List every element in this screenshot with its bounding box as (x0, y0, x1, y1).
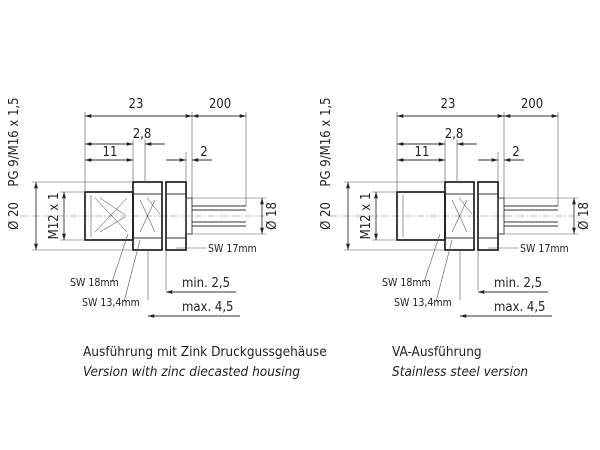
dia-18-label: Ø 18 (577, 202, 592, 230)
max-thickness-label: max. 4,5 (182, 300, 234, 315)
dim-overall-length: 23 (441, 97, 456, 112)
sw13-label: SW 13,4mm (82, 297, 140, 309)
caption-english: Version with zinc diecasted housing (83, 364, 301, 380)
dim-11: 11 (415, 145, 430, 160)
caption-german: VA-Ausführung (392, 344, 482, 360)
dim-overall-length: 23 (129, 97, 144, 112)
thread-m12-label: M12 x 1 (359, 193, 374, 240)
section-hatching (94, 197, 128, 233)
dim-2-8: 2,8 (133, 127, 152, 142)
dim-11: 11 (103, 145, 118, 160)
sw17-label: SW 17mm (520, 243, 569, 255)
caption-german: Ausführung mit Zink Druckgussgehäuse (83, 344, 327, 360)
wire-leads (504, 205, 558, 227)
thread-pg-label: PG 9/M16 x 1,5 (7, 97, 22, 186)
dia-20-label: Ø 20 (7, 202, 22, 230)
thread-pg-label: PG 9/M16 x 1,5 (319, 97, 334, 186)
dia-18-label: Ø 18 (265, 202, 280, 230)
hex-nut (444, 181, 475, 251)
sw18-label: SW 18mm (382, 277, 431, 289)
max-thickness-label: max. 4,5 (494, 300, 546, 315)
connector-view-stainless: 23 200 2,8 11 2 PG 9/M16 x 1,5 Ø 20 M12 … (319, 97, 592, 318)
dim-2: 2 (512, 145, 519, 160)
sw17-label: SW 17mm (208, 243, 257, 255)
min-thickness-label: min. 2,5 (182, 276, 230, 291)
caption-zinc-version: Ausführung mit Zink Druckgussgehäuse Ver… (83, 342, 343, 382)
dim-2: 2 (200, 145, 207, 160)
dia-20-label: Ø 20 (319, 202, 334, 230)
connector-view-zinc: 23 200 2,8 11 2 PG 9/M16 x 1,5 Ø 20 M12 … (7, 97, 280, 318)
thread-m12-label: M12 x 1 (47, 193, 62, 240)
min-thickness-label: min. 2,5 (494, 276, 542, 291)
caption-english: Stainless steel version (392, 364, 529, 380)
hex-nut (132, 181, 163, 251)
dim-wire-length: 200 (521, 97, 543, 112)
wire-leads (192, 205, 246, 227)
sw13-label: SW 13,4mm (394, 297, 452, 309)
caption-stainless-version: VA-Ausführung Stainless steel version (392, 342, 600, 382)
sw18-label: SW 18mm (70, 277, 119, 289)
dim-2-8: 2,8 (445, 127, 464, 142)
dim-wire-length: 200 (209, 97, 231, 112)
